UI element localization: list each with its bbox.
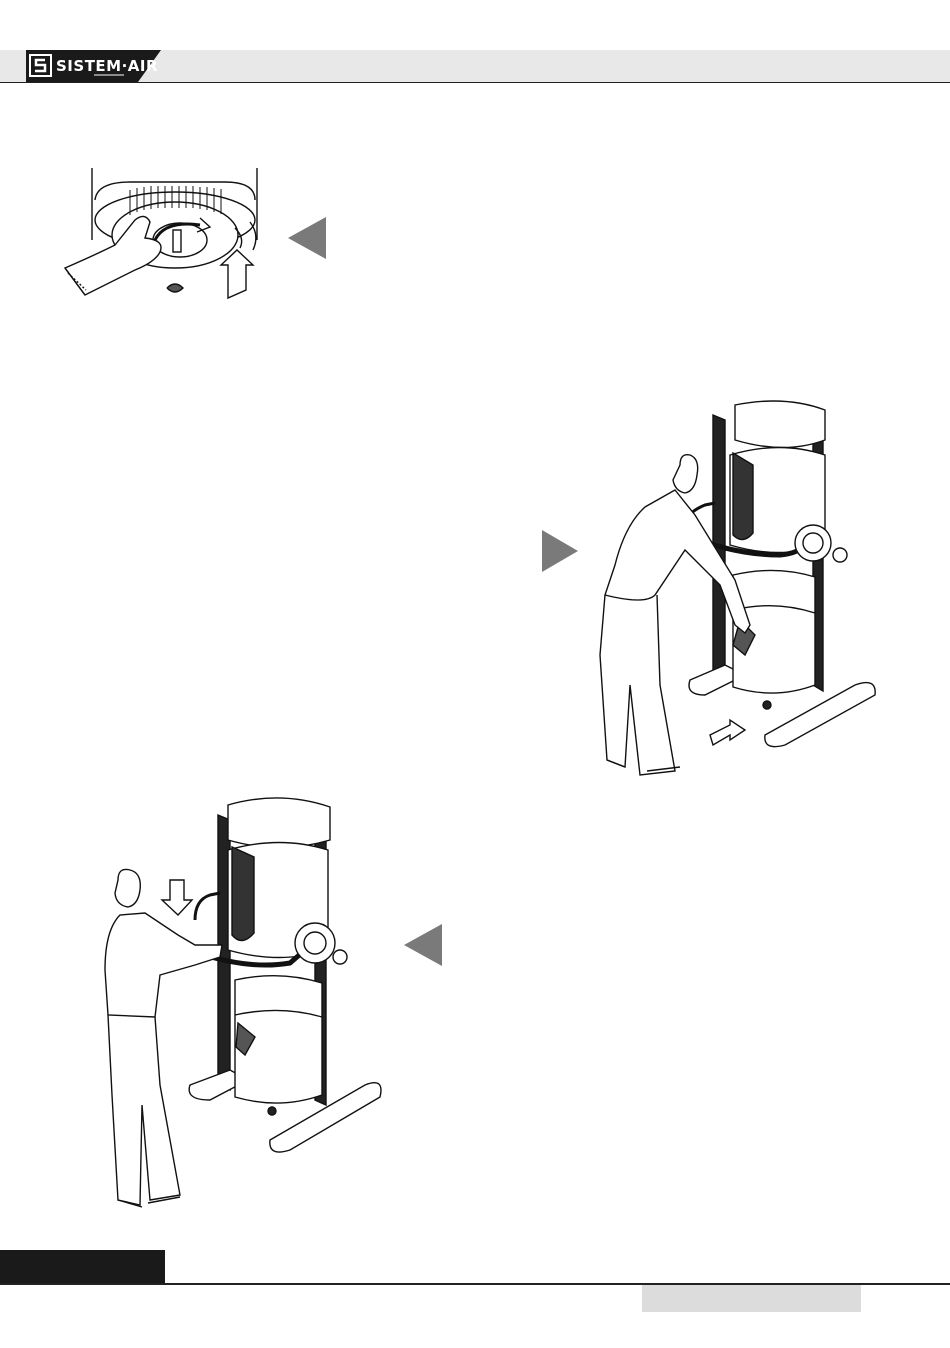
unit-lifting-illustration [100, 785, 390, 1215]
direction-arrow-left-icon [286, 215, 328, 261]
footer-page-block [0, 1250, 165, 1283]
direction-arrow-right-icon [540, 528, 580, 574]
bin-removal-illustration [585, 395, 880, 785]
brand-logo: SISTEM·AIR [26, 50, 161, 82]
brand-name: SISTEM·AIR [56, 57, 158, 75]
footer-grey-panel [642, 1285, 861, 1312]
direction-arrow-left-icon [402, 922, 444, 968]
